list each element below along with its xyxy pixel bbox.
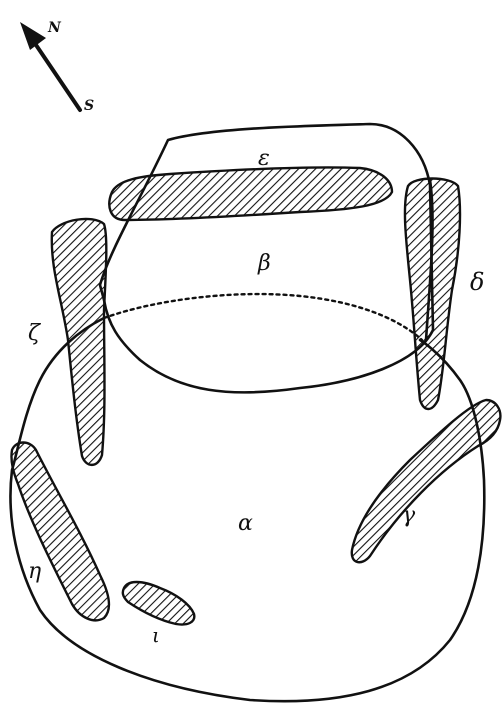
label-delta: δ — [470, 268, 484, 296]
north-label: N — [47, 20, 62, 36]
feature-eta — [11, 443, 108, 621]
south-label: S — [84, 98, 94, 114]
feature-iota — [123, 582, 195, 625]
feature-zeta — [52, 219, 107, 465]
dashed-boundary — [104, 294, 422, 340]
label-zeta: ζ — [28, 321, 42, 346]
label-gamma: γ — [402, 503, 416, 528]
feature-gamma — [352, 400, 501, 562]
label-epsilon: ε — [258, 146, 270, 171]
label-alpha: α — [238, 511, 253, 536]
feature-epsilon — [109, 167, 392, 220]
label-iota: ι — [152, 623, 160, 647]
label-eta: η — [28, 559, 41, 584]
label-beta: β — [257, 251, 271, 276]
